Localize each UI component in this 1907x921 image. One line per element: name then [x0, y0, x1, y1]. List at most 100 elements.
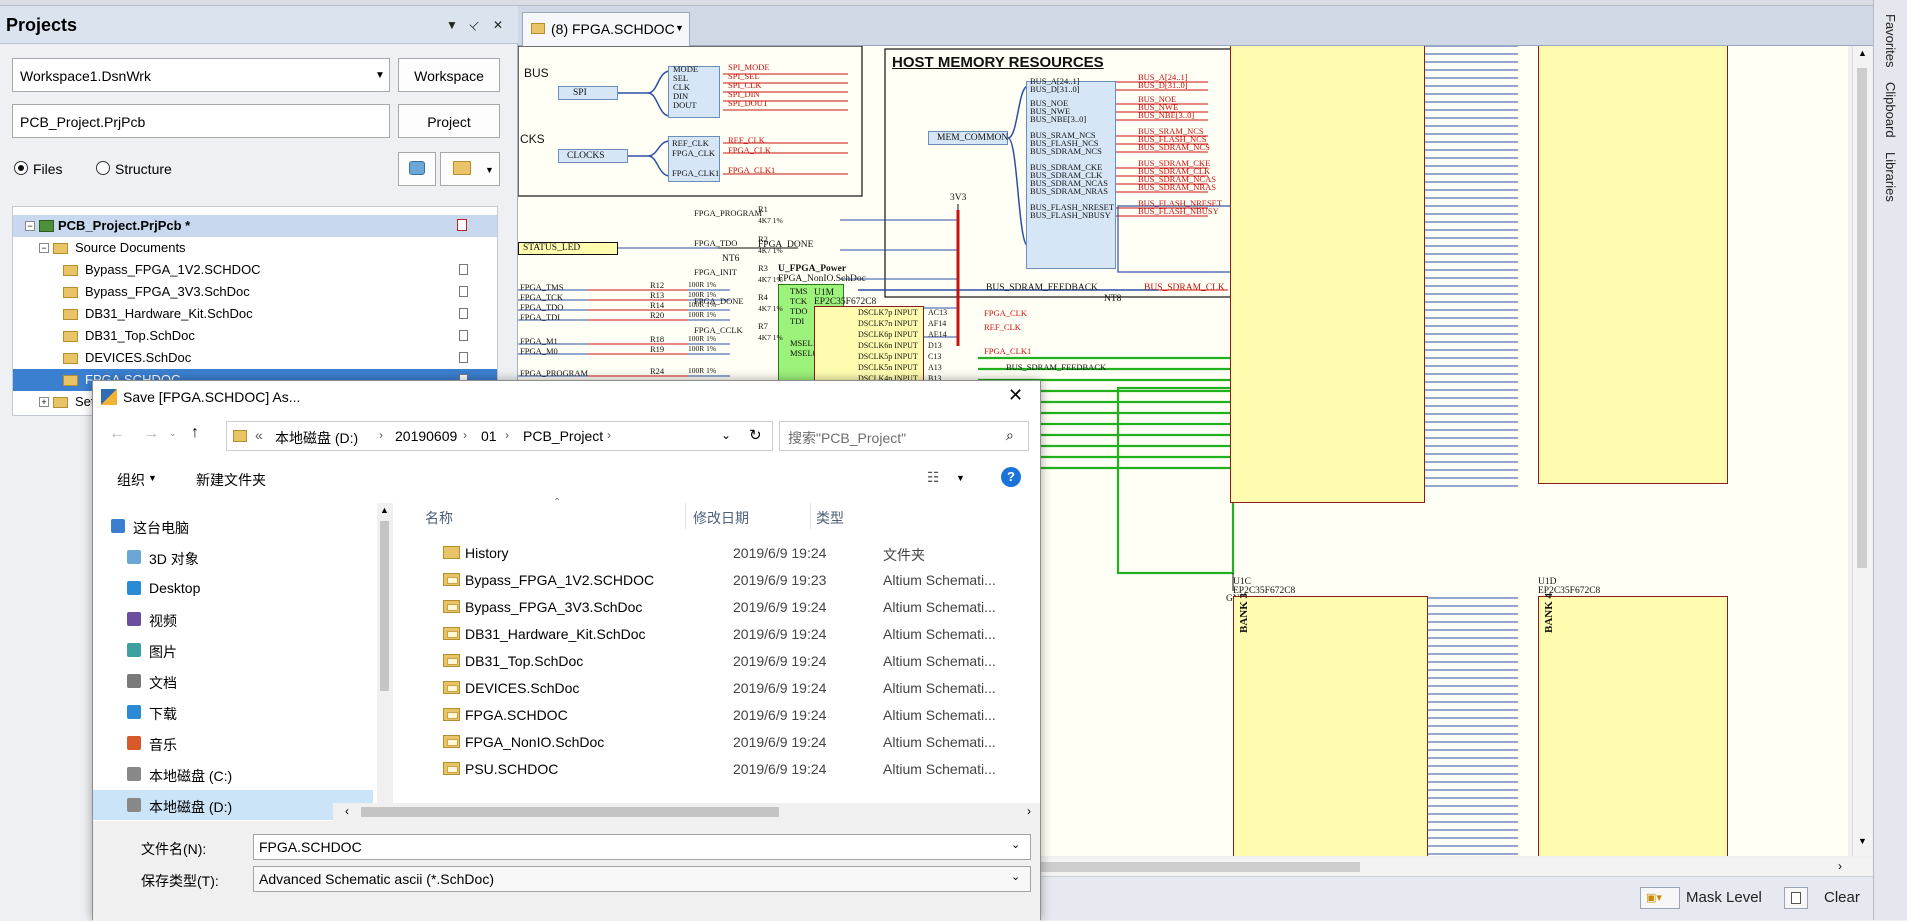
tree-file-item[interactable]: Bypass_FPGA_3V3.SchDoc: [13, 281, 497, 303]
recent-locations-icon[interactable]: ⌄: [169, 428, 177, 438]
nav-item[interactable]: 本地磁盘 (D:): [93, 790, 373, 820]
scroll-down-icon[interactable]: ▼: [1858, 836, 1867, 846]
clear-icon-button[interactable]: [1784, 887, 1808, 909]
clocks-harness[interactable]: [668, 136, 720, 182]
nav-item[interactable]: 这台电脑: [93, 511, 373, 541]
fpga-bank-upper-a[interactable]: [1230, 46, 1425, 503]
nav-item[interactable]: 图片: [93, 635, 373, 665]
refresh-icon[interactable]: ↻: [749, 427, 762, 444]
project-options-button[interactable]: [398, 152, 436, 186]
tree-root-project[interactable]: − PCB_Project.PrjPcb *: [13, 215, 497, 237]
filetype-select[interactable]: Advanced Schematic ascii (*.SchDoc) ⌄: [253, 866, 1031, 892]
filter-button[interactable]: ▣▾: [1640, 887, 1680, 909]
view-options-icon[interactable]: ☷: [927, 469, 940, 485]
column-name[interactable]: 名称: [425, 510, 453, 526]
mask-level-button[interactable]: Mask Level: [1686, 889, 1762, 906]
tab-libraries[interactable]: Libraries: [1883, 152, 1898, 202]
scroll-right-icon[interactable]: ›: [1027, 804, 1031, 818]
project-button[interactable]: Project: [398, 104, 500, 138]
up-arrow-icon[interactable]: ↑: [191, 424, 199, 441]
tree-file-item[interactable]: Bypass_FPGA_1V2.SCHDOC: [13, 259, 497, 281]
chevron-down-icon[interactable]: ⌄: [721, 428, 732, 442]
file-list-h-scrollbar[interactable]: ‹ ›: [333, 803, 1040, 821]
search-input[interactable]: 搜索"PCB_Project" ⌕: [779, 421, 1029, 451]
u1d-bank4[interactable]: BANK 4: [1538, 593, 1728, 856]
crumb-drive-d[interactable]: 本地磁盘 (D:): [275, 430, 359, 446]
spi-port[interactable]: SPI: [558, 86, 618, 100]
organize-button[interactable]: 组织: [117, 472, 145, 488]
clocks-port[interactable]: CLOCKS: [558, 149, 628, 163]
files-radio[interactable]: [14, 161, 28, 175]
column-divider[interactable]: [685, 503, 686, 529]
nav-scrollbar[interactable]: ▲ ▼: [377, 503, 393, 821]
fpga-bank-upper-b[interactable]: [1538, 46, 1728, 484]
mem-common-port[interactable]: MEM_COMMON: [928, 131, 1008, 145]
close-panel-icon[interactable]: ✕: [493, 18, 504, 32]
tree-source-documents[interactable]: − Source Documents: [13, 237, 497, 259]
nav-item[interactable]: 视频: [93, 604, 373, 634]
close-icon[interactable]: ✕: [1008, 385, 1024, 405]
chevron-down-icon[interactable]: ⌄: [1011, 839, 1021, 851]
nav-item[interactable]: 文档: [93, 666, 373, 696]
scroll-thumb[interactable]: [1857, 68, 1867, 568]
chevron-down-icon[interactable]: ⌄: [1011, 871, 1021, 883]
tab-clipboard[interactable]: Clipboard: [1883, 82, 1898, 138]
workspace-dropdown[interactable]: Workspace1.DsnWrk ▼: [12, 58, 390, 92]
tree-file-item[interactable]: DB31_Top.SchDoc: [13, 325, 497, 347]
chevron-down-icon[interactable]: ▼: [675, 23, 684, 33]
collapse-icon[interactable]: −: [39, 243, 49, 253]
panel-menu-icon[interactable]: ▼: [446, 18, 458, 32]
canvas-vertical-scrollbar[interactable]: ▲ ▼: [1852, 46, 1872, 856]
column-divider[interactable]: [810, 503, 811, 529]
workspace-button[interactable]: Workspace: [398, 58, 500, 92]
help-icon[interactable]: ?: [1001, 467, 1021, 487]
scroll-up-icon[interactable]: ▲: [380, 505, 389, 515]
project-field[interactable]: PCB_Project.PrjPcb: [12, 104, 390, 138]
filename-input[interactable]: FPGA.SCHDOC ⌄: [253, 834, 1031, 860]
pin-icon[interactable]: ⊥: [466, 16, 484, 34]
column-date[interactable]: 修改日期: [693, 510, 749, 526]
tree-file-item[interactable]: DEVICES.SchDoc: [13, 347, 497, 369]
nav-item[interactable]: 下载: [93, 697, 373, 727]
open-project-button[interactable]: ▼: [440, 152, 500, 186]
clear-button[interactable]: Clear: [1824, 889, 1860, 906]
address-bar[interactable]: « 本地磁盘 (D:) › 20190609 › 01 › PCB_Projec…: [226, 421, 773, 451]
nav-item[interactable]: 音乐: [93, 728, 373, 758]
canvas-horizontal-scrollbar[interactable]: ›: [1040, 858, 1872, 876]
collapse-icon[interactable]: −: [25, 221, 35, 231]
h-scroll-thumb[interactable]: [1040, 862, 1360, 872]
crumb-20190609[interactable]: 20190609: [395, 428, 458, 444]
crumb-01[interactable]: 01: [481, 428, 497, 444]
h-scroll-thumb[interactable]: [361, 807, 779, 817]
status-led-port[interactable]: STATUS_LED: [518, 242, 618, 255]
nav-item[interactable]: Desktop: [93, 573, 373, 603]
scroll-up-icon[interactable]: ▲: [1858, 48, 1867, 58]
spi-harness[interactable]: [668, 66, 720, 118]
tree-settings[interactable]: + Set: [13, 391, 497, 413]
crumb-pcb-project[interactable]: PCB_Project: [523, 428, 604, 444]
new-folder-button[interactable]: 新建文件夹: [196, 472, 266, 488]
nav-scroll-thumb[interactable]: [380, 521, 389, 691]
back-arrow-icon[interactable]: ←: [109, 425, 125, 442]
path-overflow[interactable]: «: [255, 427, 263, 443]
tree-file-item[interactable]: DB31_Hardware_Kit.SchDoc: [13, 303, 497, 325]
search-icon[interactable]: ⌕: [1006, 427, 1014, 443]
expand-icon[interactable]: +: [39, 397, 49, 407]
forward-arrow-icon[interactable]: →: [143, 425, 159, 442]
nav-item[interactable]: 本地磁盘 (C:): [93, 759, 373, 789]
chevron-down-icon[interactable]: ▼: [956, 473, 965, 483]
column-type[interactable]: 类型: [816, 510, 844, 526]
u1c-bank3[interactable]: BANK 3: [1233, 593, 1428, 856]
memory-harness[interactable]: [1026, 81, 1116, 269]
tab-fpga-schdoc[interactable]: (8) FPGA.SCHDOC ▼: [522, 12, 690, 46]
structure-radio[interactable]: [96, 161, 110, 175]
